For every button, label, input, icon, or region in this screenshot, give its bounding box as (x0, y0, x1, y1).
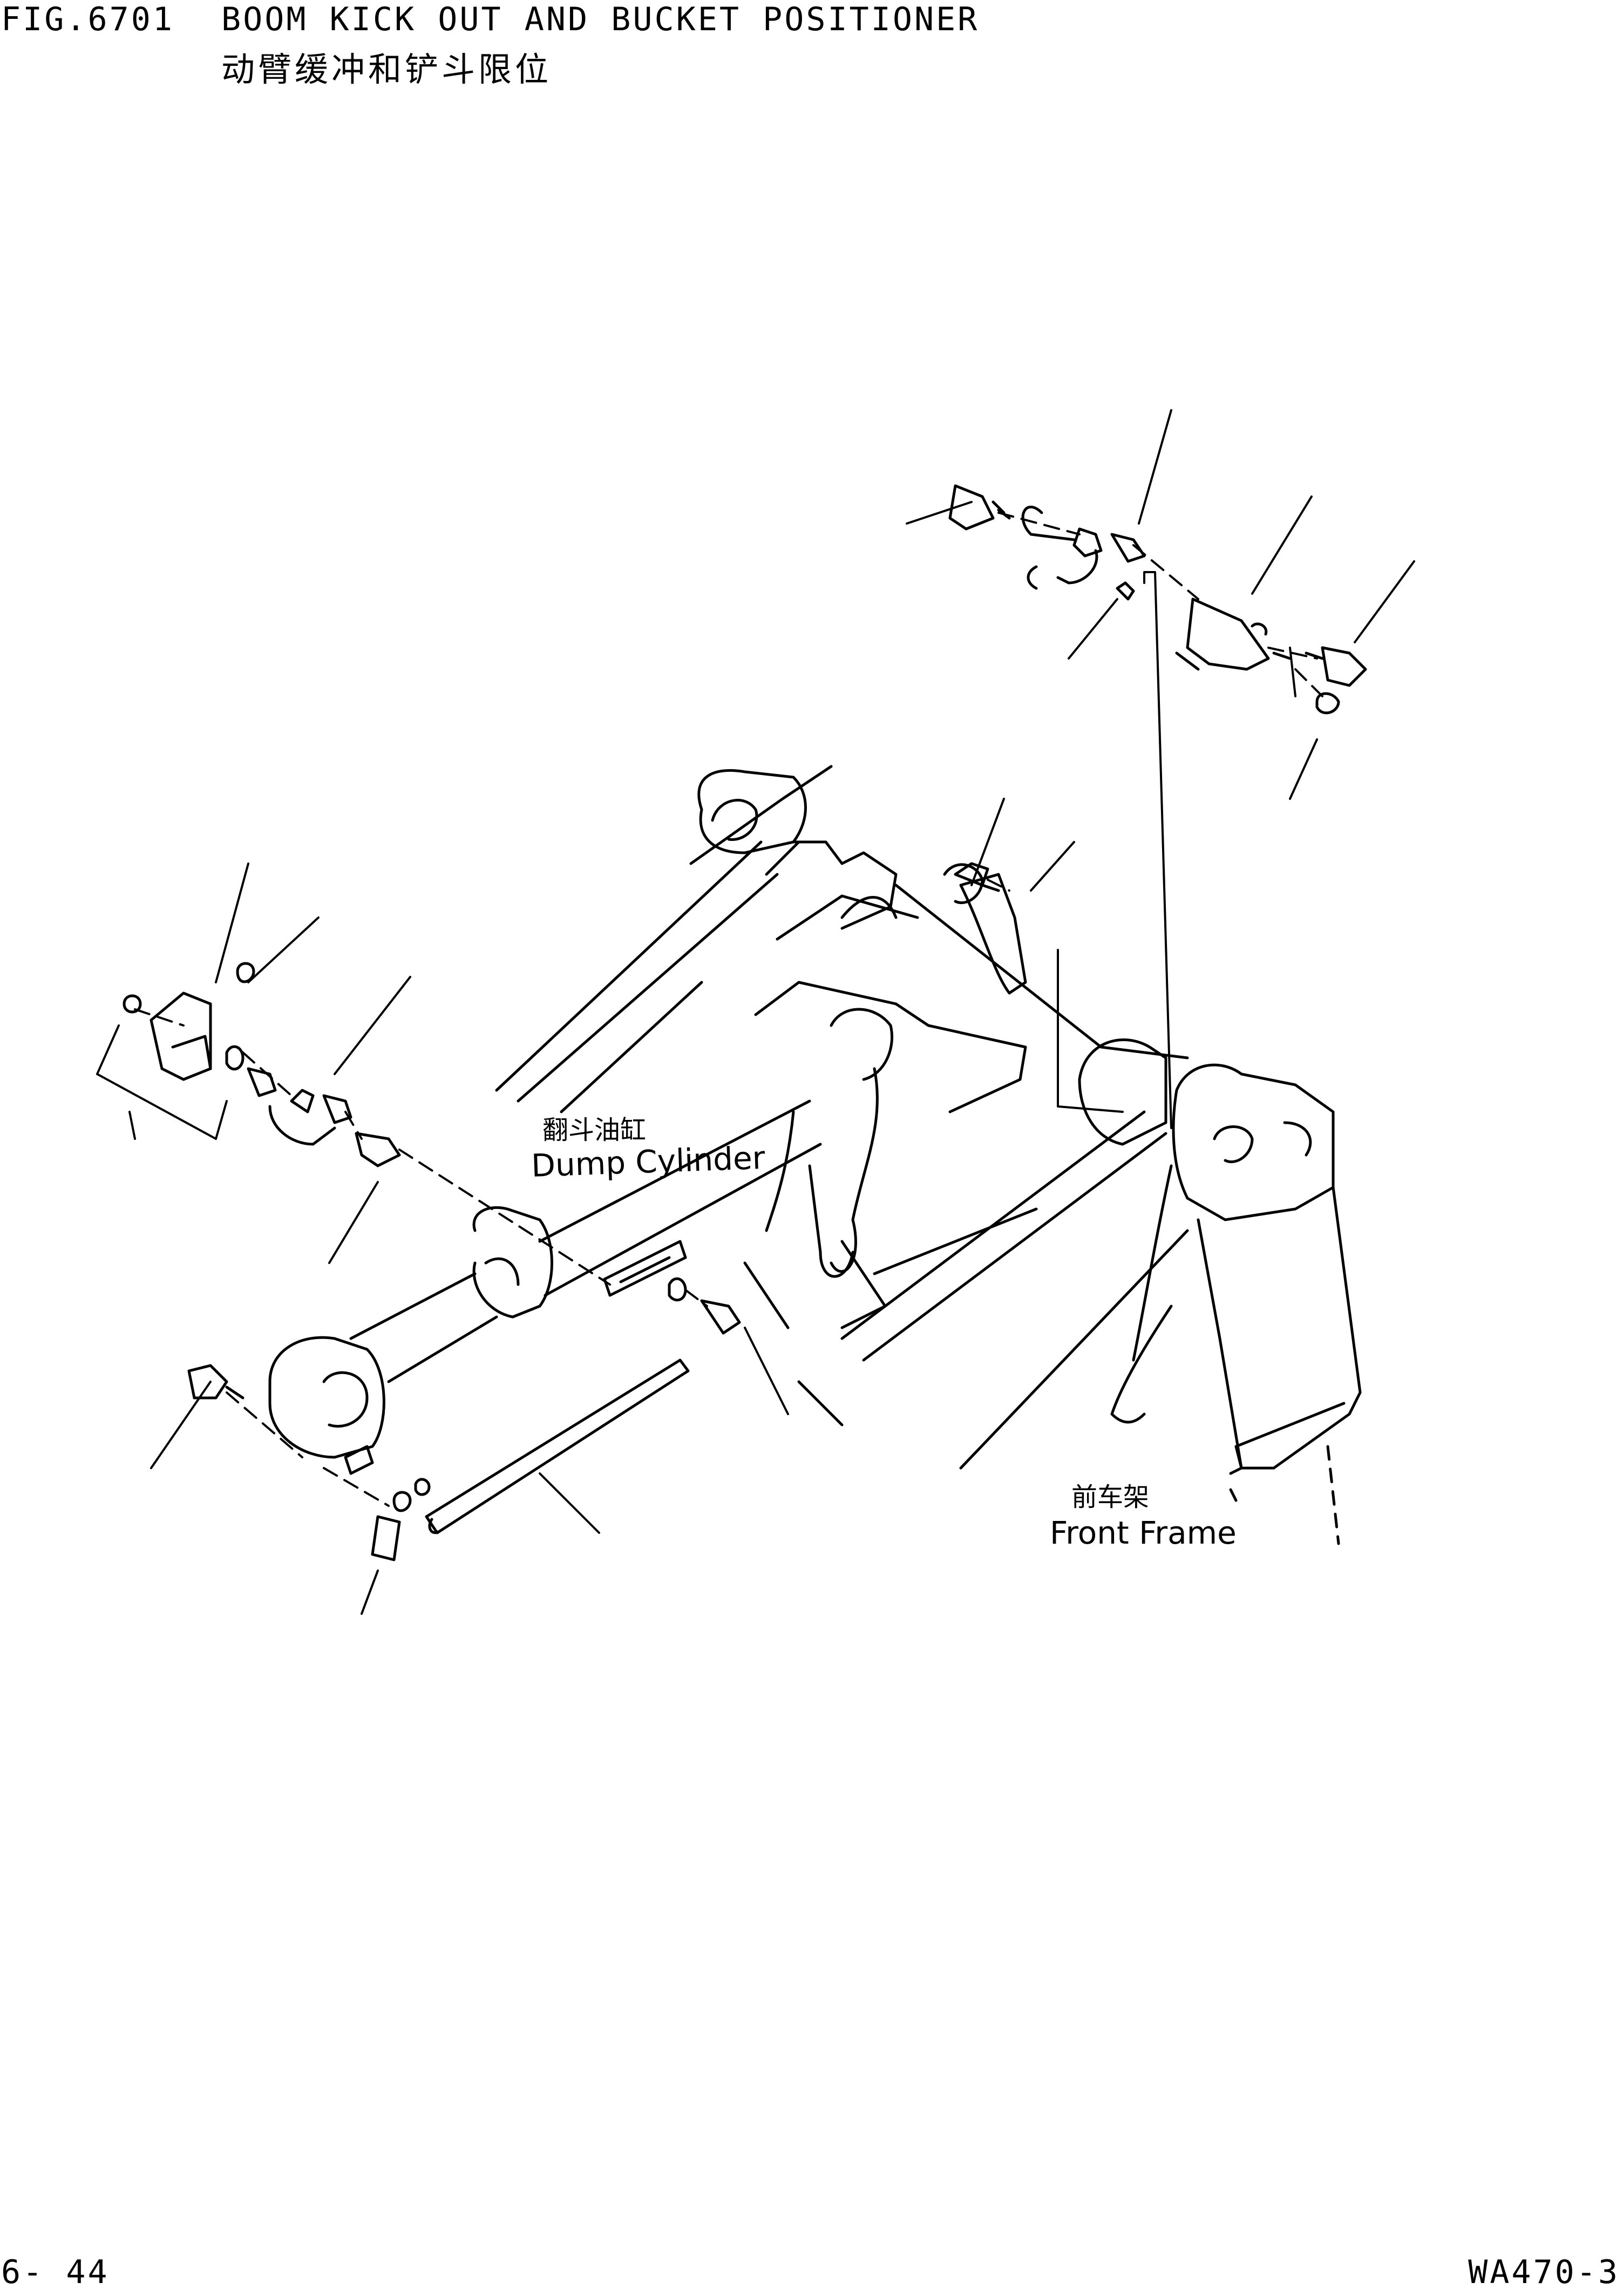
positioner-rod (425, 1358, 690, 1534)
page-number: 6- 44 (1, 2253, 110, 2291)
dump-cylinder (268, 1099, 822, 1475)
figure-title-chinese: 动臂缓冲和铲斗限位 (221, 50, 552, 89)
model-code: WA470-3 (1468, 2253, 1620, 2291)
front-frame-structure (495, 765, 1362, 1545)
assembly-guide-lines (96, 571, 1296, 1140)
dump-cylinder-label-cn: 翻斗油缸 (542, 1115, 646, 1145)
figure-number: FIG.6701 (1, 1, 174, 38)
assembly-dashed-lines (134, 512, 1323, 1507)
figure-title-english: BOOM KICK OUT AND BUCKET POSITIONER (221, 1, 980, 38)
leader-lines (128, 409, 1415, 1615)
hardware-parts (123, 484, 1367, 1561)
dump-cylinder-label-en: Dump Cylinder (531, 1139, 766, 1184)
front-frame-label-en: Front Frame (1050, 1514, 1237, 1551)
front-frame-label-cn: 前车架 (1071, 1482, 1149, 1512)
